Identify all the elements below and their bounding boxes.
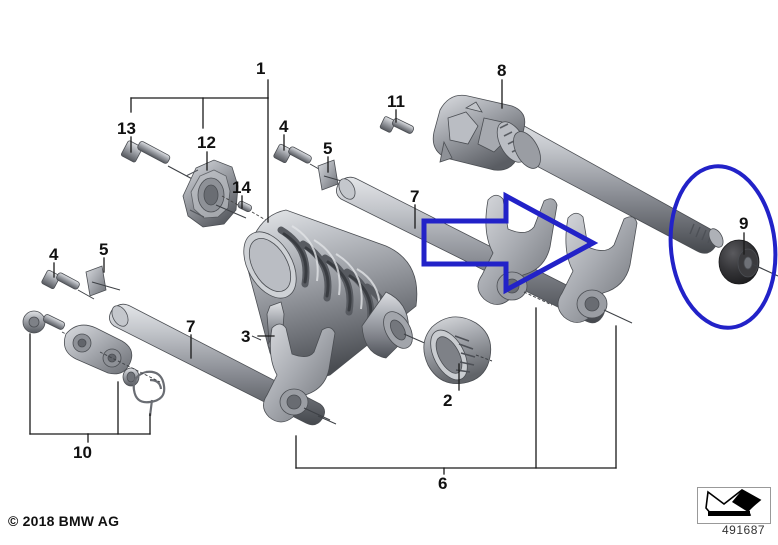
blue-arrow-annotation [421, 191, 599, 295]
callout-1: 1 [256, 59, 266, 78]
diagram-id-label: 491687 [722, 523, 766, 537]
callout-4-lower: 4 [49, 245, 59, 264]
callout-12: 12 [197, 133, 216, 152]
part-12-detent-housing [182, 159, 247, 228]
part-10-bracket-kit [22, 310, 166, 417]
part-2-needle-bearing [423, 316, 493, 384]
callout-8: 8 [497, 61, 507, 80]
callout-6: 6 [438, 474, 448, 493]
callout-13: 13 [117, 119, 136, 138]
arrow-orientation-icon [705, 489, 762, 516]
blue-ellipse-annotation [668, 164, 778, 330]
callout-7-upper: 7 [410, 187, 420, 206]
callout-4-upper: 4 [279, 117, 289, 136]
part-13-hex-bolt [121, 140, 197, 182]
copyright-notice: © 2018 BMW AG [8, 513, 120, 529]
part-4-hex-bolt-lower [41, 269, 95, 300]
callout-14: 14 [232, 178, 251, 197]
part-4-hex-bolt-upper [273, 143, 327, 174]
callout-5-upper: 5 [323, 139, 333, 158]
callout-3: 3 [241, 327, 251, 346]
part-1-shift-drum [243, 209, 437, 380]
part-11-pivot-pin [379, 116, 415, 134]
callout-10: 10 [73, 443, 92, 462]
callout-5-lower: 5 [99, 240, 109, 259]
callout-7-lower: 7 [186, 317, 196, 336]
callout-11: 11 [387, 92, 405, 111]
part-5-retaining-plate-lower [85, 265, 121, 297]
part-9-rubber-roller [689, 223, 778, 285]
part-8-shift-lever-assembly [432, 94, 719, 254]
callout-9: 9 [739, 214, 749, 233]
part-7-shaft-upper [336, 176, 605, 324]
part-6-shift-fork-a [263, 323, 336, 423]
callout-2: 2 [443, 391, 453, 410]
view-orientation-icon-box [697, 487, 771, 524]
part-6-shift-fork-c [557, 212, 638, 324]
